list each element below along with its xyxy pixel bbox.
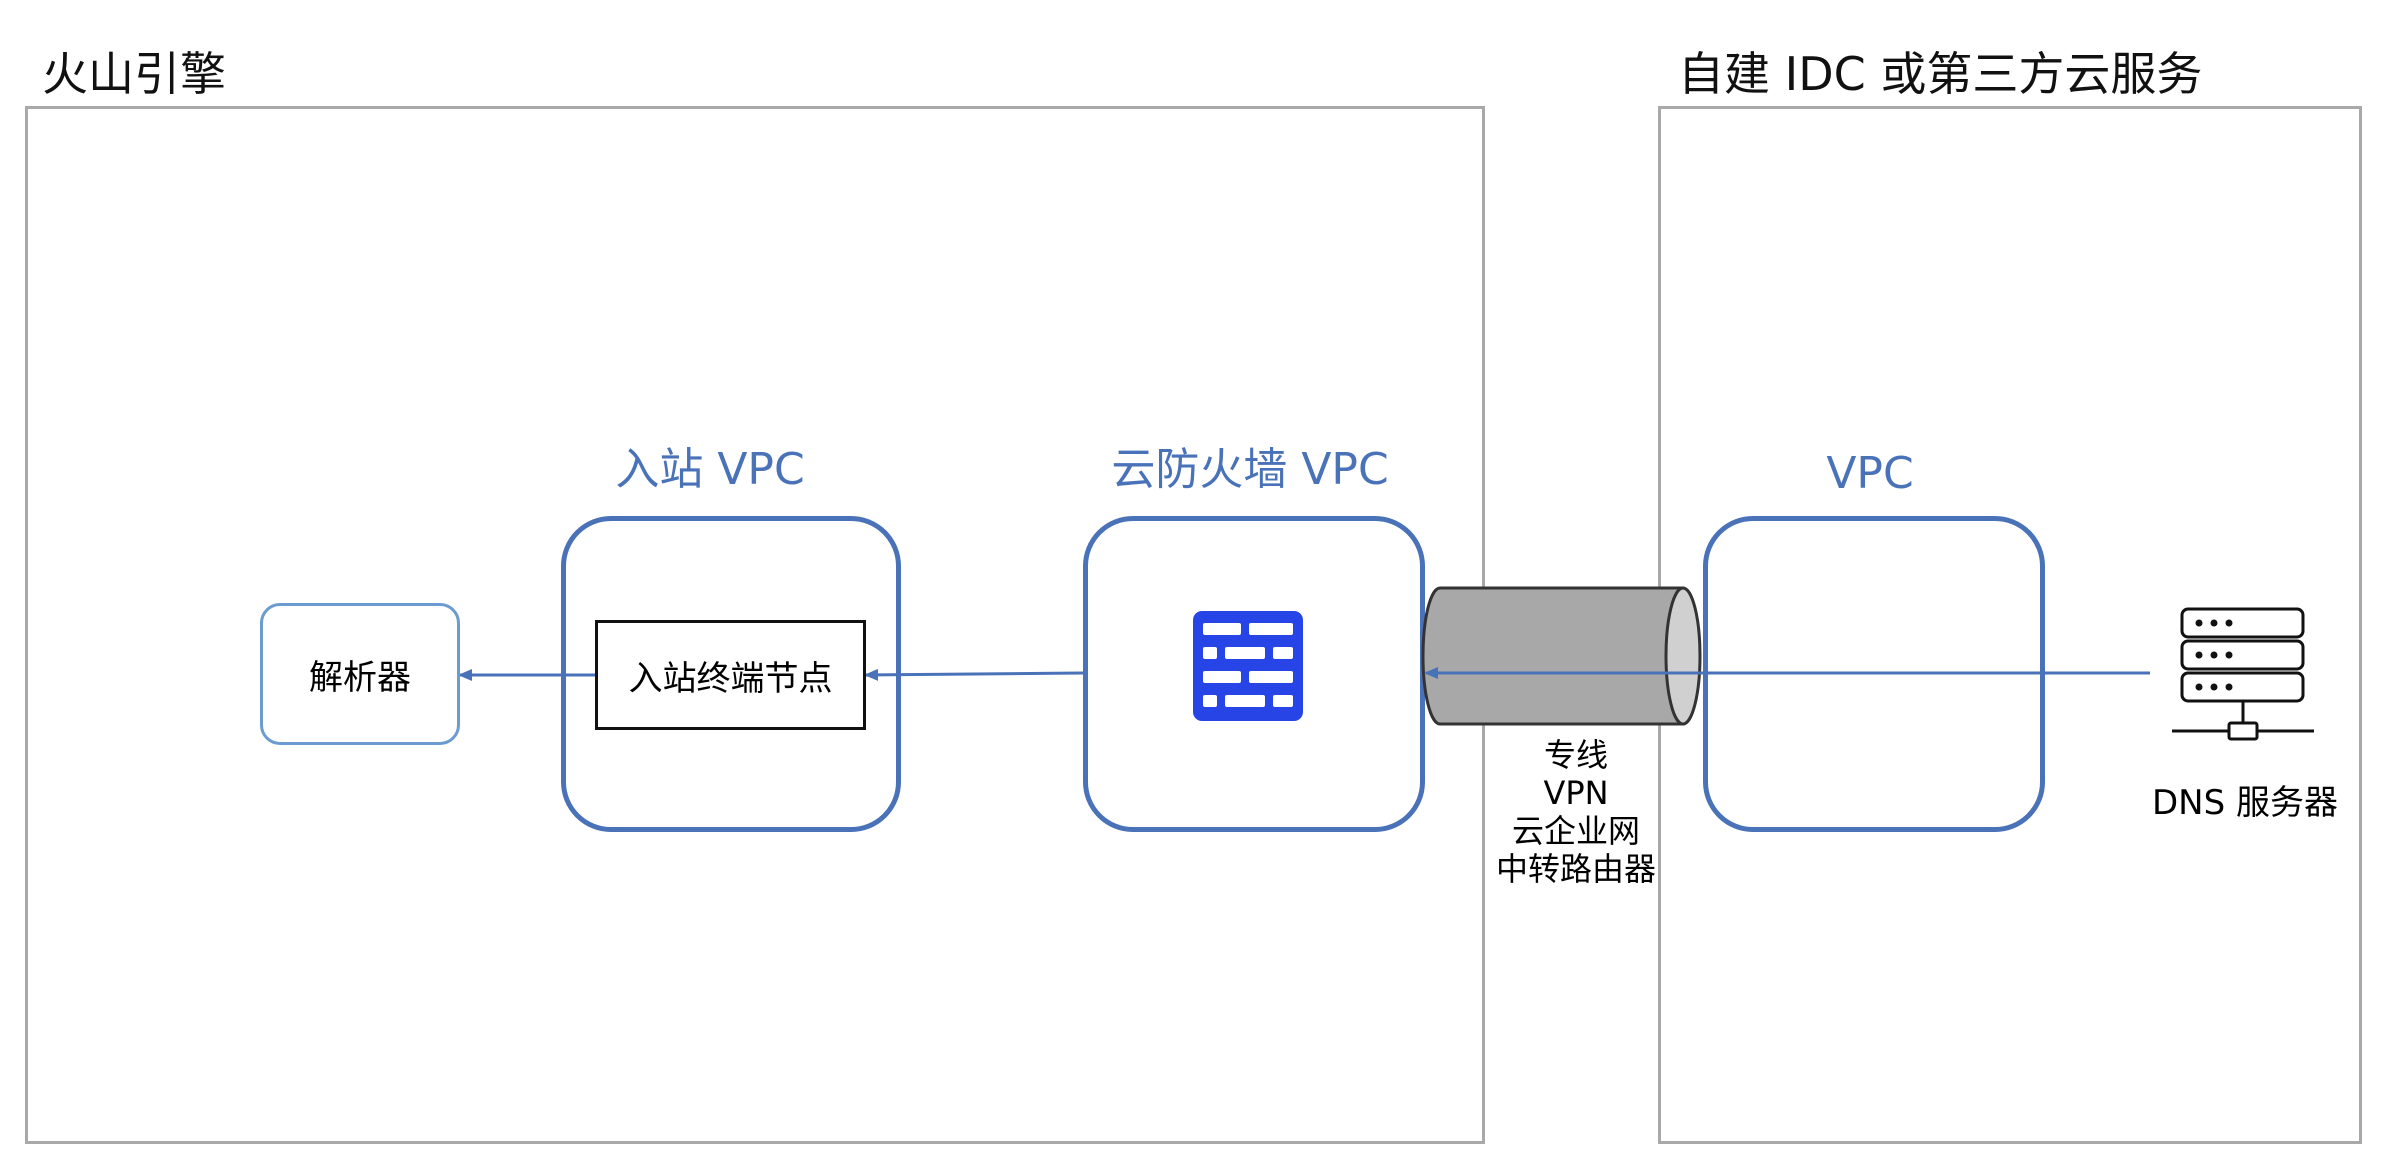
link-label-dedicated-line: 专线 — [1543, 736, 1608, 774]
link-label-vpn: VPN — [1543, 774, 1609, 812]
firewall-vpc-title: 云防火墙 VPC — [1111, 444, 1389, 495]
inbound-endpoint-node: 入站终端节点 — [595, 620, 866, 730]
inbound-endpoint-label: 入站终端节点 — [628, 658, 833, 699]
firewall-brick-icon — [1193, 611, 1303, 721]
external-vpc-title: VPC — [1826, 448, 1914, 499]
link-label-transit-router: 中转路由器 — [1495, 850, 1656, 888]
server-rack-icon — [2172, 607, 2314, 741]
private-link-tunnel — [1421, 586, 1702, 726]
parser-node: 解析器 — [260, 603, 460, 745]
server-rack-lights — [2195, 619, 2233, 691]
parser-label: 解析器 — [309, 657, 411, 698]
arrow-firewall-to-endpoint — [864, 668, 1084, 681]
inbound-vpc-title: 入站 VPC — [615, 444, 805, 495]
right-region-title: 自建 IDC 或第三方云服务 — [1678, 47, 2203, 101]
left-region-title: 火山引擎 — [42, 47, 226, 101]
link-label-cen: 云企业网 — [1511, 812, 1640, 850]
dns-server-label: DNS 服务器 — [2151, 783, 2338, 823]
link-type-labels: 专线 VPN 云企业网 中转路由器 — [1470, 736, 1682, 888]
